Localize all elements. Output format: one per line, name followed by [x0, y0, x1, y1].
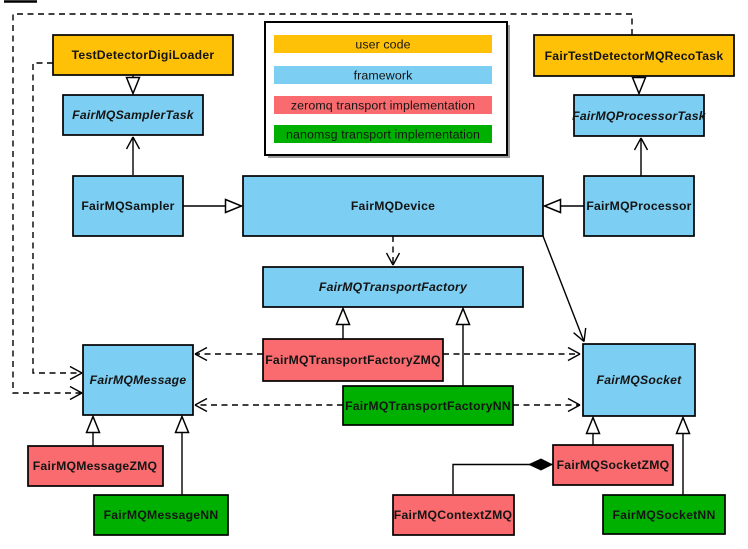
node-fairmq-device: FairMQDevice [242, 175, 544, 237]
node-box [82, 344, 194, 416]
node-label: TestDetectorDigiLoader [72, 48, 215, 62]
legend-item-zeromq: zeromq transport implementation [274, 96, 492, 114]
edge-socketzmq-composes-contextzmq [452, 463, 553, 494]
node-box [262, 338, 444, 382]
node-fairmq-socket-nn: FairMQSocketNN [602, 494, 726, 535]
node-label: FairMQProcessorTask [572, 109, 707, 123]
node-label: FairMQProcessor [586, 199, 691, 213]
node-box [27, 445, 164, 487]
node-box [262, 266, 524, 308]
node-label: FairMQSocket [597, 373, 683, 387]
node-box [583, 175, 695, 237]
legend-label: zeromq transport implementation [291, 99, 475, 113]
node-fairmq-message-zmq: FairMQMessageZMQ [27, 445, 164, 487]
legend-swatch [274, 66, 492, 84]
edge-device-uses-socket [542, 235, 587, 343]
edge-recotask-uses-message [12, 13, 633, 401]
node-fairmq-socket: FairMQSocket [582, 343, 696, 417]
legend-item-framework: framework [274, 66, 492, 84]
node-box [533, 34, 735, 77]
legend-label: framework [354, 69, 413, 83]
node-fair-test-detector-mq-reco-task: FairTestDetectorMQRecoTask [533, 34, 735, 77]
node-fairmq-message: FairMQMessage [82, 344, 194, 416]
node-test-detector-digi-loader: TestDetectorDigiLoader [52, 34, 234, 76]
node-label: FairMQMessageNN [104, 508, 219, 522]
node-box [602, 494, 726, 535]
node-label: FairTestDetectorMQRecoTask [545, 49, 724, 63]
node-box [72, 175, 184, 237]
node-fairmq-message-nn: FairMQMessageNN [93, 494, 229, 536]
node-label: FairMQSamplerTask [72, 108, 195, 122]
node-fairmq-transport-factory-zmq: FairMQTransportFactoryZMQ [262, 338, 444, 382]
node-fairmq-transport-factory: FairMQTransportFactory [262, 266, 524, 308]
node-box [582, 343, 696, 417]
legend: user code framework zeromq transport imp… [264, 21, 510, 158]
legend-swatch [274, 125, 492, 143]
node-label: FairMQTransportFactoryNN [345, 399, 511, 413]
node-label: FairMQDevice [351, 199, 435, 213]
node-box [93, 494, 229, 536]
node-label: FairMQSocketZMQ [557, 458, 670, 472]
legend-label: nanomsg transport implementation [286, 128, 480, 142]
node-fairmq-context-zmq: FairMQContextZMQ [392, 494, 515, 536]
node-box [573, 94, 705, 137]
node-label: FairMQContextZMQ [394, 508, 512, 522]
node-box [552, 444, 674, 486]
node-fairmq-sampler-task: FairMQSamplerTask [62, 94, 204, 136]
node-label: FairMQTransportFactoryZMQ [265, 353, 441, 367]
node-label: FairMQSampler [81, 199, 174, 213]
legend-swatch [274, 96, 492, 114]
composition-diamond-icon [528, 458, 553, 471]
legend-item-user-code: user code [274, 35, 492, 53]
node-box [342, 385, 514, 426]
node-label: FairMQTransportFactory [319, 280, 468, 294]
legend-item-nanomsg: nanomsg transport implementation [274, 125, 492, 143]
node-box [52, 34, 234, 76]
node-fairmq-transport-factory-nn: FairMQTransportFactoryNN [342, 385, 514, 426]
legend-swatch [274, 35, 492, 53]
node-box [242, 175, 544, 237]
node-fairmq-socket-zmq: FairMQSocketZMQ [552, 444, 674, 486]
node-box [392, 494, 515, 536]
node-fairmq-processor-task: FairMQProcessorTask [572, 94, 707, 137]
node-fairmq-processor: FairMQProcessor [583, 175, 695, 237]
legend-label: user code [355, 38, 410, 52]
node-label: FairMQMessage [90, 373, 187, 387]
node-fairmq-sampler: FairMQSampler [72, 175, 184, 237]
node-box [62, 94, 204, 136]
node-label: FairMQMessageZMQ [33, 459, 158, 473]
node-label: FairMQSocketNN [612, 508, 715, 522]
